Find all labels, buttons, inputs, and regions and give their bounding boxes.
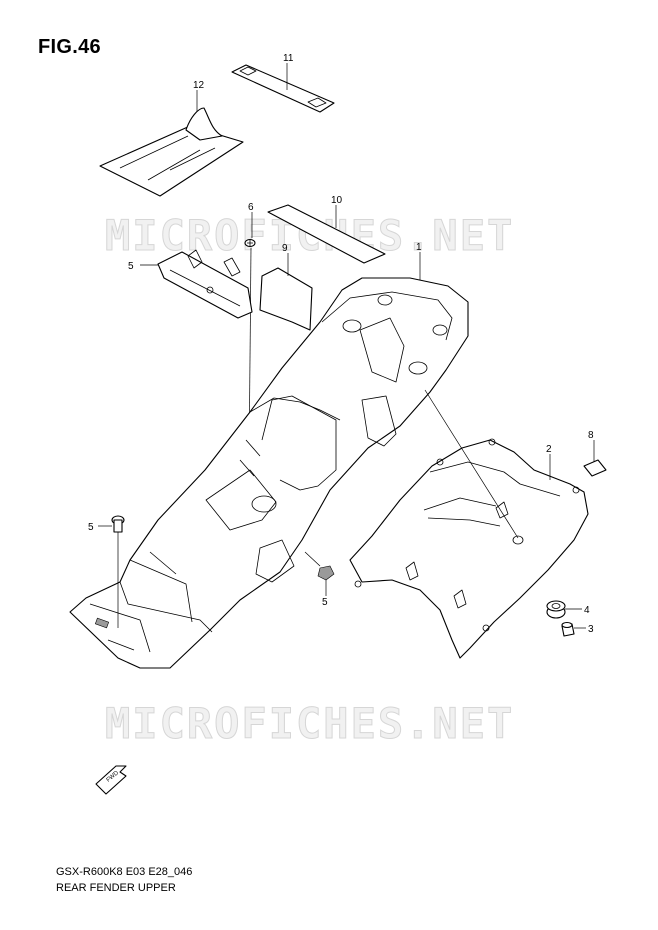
part-2-tail-cover[interactable] [349, 389, 589, 659]
figure-title: FIG.46 [38, 36, 101, 58]
watermark-top: MICROFICHES.NET [105, 211, 514, 260]
callout-7: 6 [248, 202, 254, 213]
callout-10: 8 [588, 430, 594, 441]
model-code: GSX-R600K8 E03 E28_046 [56, 866, 193, 878]
part-6-bracket[interactable] [140, 249, 253, 319]
callout-5a: 5 [88, 522, 94, 533]
part-3-collar[interactable] [561, 621, 586, 637]
figure-name: REAR FENDER UPPER [56, 882, 176, 894]
callout-9: 12 [193, 80, 205, 91]
part-5-bolt-left[interactable] [98, 515, 125, 628]
callout-8: 11 [283, 53, 294, 64]
callout-5b: 5 [322, 597, 328, 608]
callout-3: 3 [588, 624, 594, 635]
callout-6: 5 [128, 261, 134, 272]
part-4-grommet[interactable] [546, 600, 582, 619]
part-9-bag[interactable] [99, 90, 244, 197]
watermark-bottom: MICROFICHES.NET [105, 699, 514, 748]
part-11-sheet[interactable] [267, 204, 386, 264]
part-12-pad[interactable] [259, 253, 313, 331]
part-8-strap[interactable] [231, 63, 335, 113]
callout-11: 10 [331, 195, 343, 206]
callout-12: 9 [282, 243, 288, 254]
callout-1: 1 [416, 242, 422, 253]
callout-4: 4 [584, 605, 590, 616]
fwd-arrow-mark: FWD [95, 765, 127, 795]
part-5-bolt-right[interactable] [304, 551, 335, 596]
callout-2: 2 [546, 444, 552, 455]
part-1-rear-fender-upper[interactable] [69, 252, 469, 669]
part-10-pad[interactable] [583, 440, 607, 477]
